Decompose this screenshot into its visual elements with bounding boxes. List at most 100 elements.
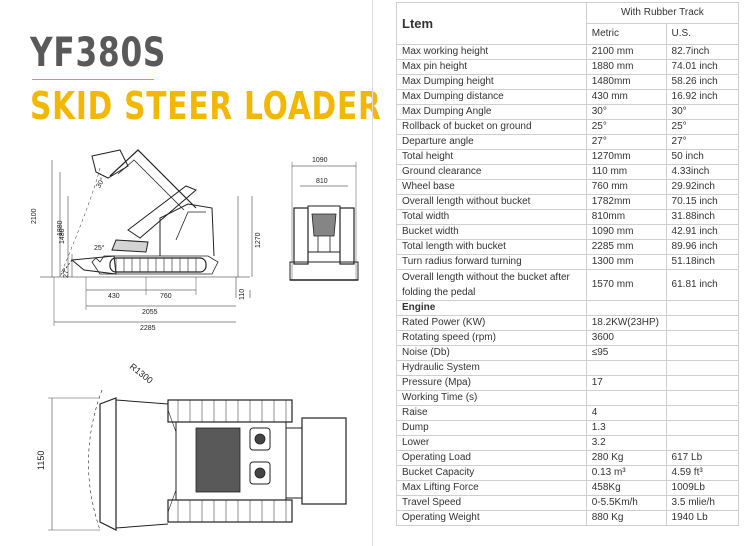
spec-table: Ltem With Rubber Track Metric U.S. Max w… [396, 2, 740, 526]
spec-row: Overall length without the bucket after … [396, 269, 740, 301]
spec-row: Pressure (Mpa)17 [396, 375, 740, 391]
spec-label: Lower [396, 435, 587, 451]
spec-metric: 18.2KW(23HP) [585, 315, 667, 331]
spec-us: 1009Lb [665, 480, 740, 496]
dim-2285: 2285 [140, 325, 156, 332]
dim-1150: 1150 [36, 451, 46, 470]
spec-label: Overall length without bucket [396, 194, 587, 210]
spec-label: Max Dumping Angle [396, 104, 587, 120]
spec-us: 50 inch [665, 149, 740, 165]
spec-us: 617 Lb [665, 450, 740, 466]
spec-metric: 1880 mm [585, 59, 667, 75]
spec-metric: 3.2 [585, 435, 667, 451]
spec-metric: 1270mm [585, 149, 667, 165]
spec-metric: 280 Kg [585, 450, 667, 466]
empty-cell [665, 300, 740, 316]
dim-430: 430 [108, 293, 120, 300]
spec-us: 16.92 inch [665, 89, 740, 105]
engine-section-row: Engine [396, 300, 740, 316]
spec-label: Max pin height [396, 59, 587, 75]
spec-label: Wheel base [396, 179, 587, 195]
spec-label: Rollback of bucket on ground [396, 119, 587, 135]
spec-label: Max Lifting Force [396, 480, 587, 496]
spec-label: Hydraulic System [396, 360, 587, 376]
spec-metric: 30° [585, 104, 667, 120]
spec-metric [585, 390, 667, 406]
spec-metric: ≤95 [585, 345, 667, 361]
spec-row: Hydraulic System [396, 360, 740, 376]
spec-us: 1940 Lb [665, 510, 740, 526]
spec-us [665, 345, 740, 361]
spec-label: Max Dumping height [396, 74, 587, 90]
spec-metric: 1090 mm [585, 224, 667, 240]
spec-metric: 1480mm [585, 74, 667, 90]
spec-us [665, 330, 740, 346]
spec-us: 31.88inch [665, 209, 740, 225]
spec-label: Turn radius forward turning [396, 254, 587, 270]
spec-metric: 810mm [585, 209, 667, 225]
dim-2100: 2100 [31, 208, 38, 224]
spec-label: Ground clearance [396, 164, 587, 180]
side-view-drawing [40, 149, 250, 326]
dim-25deg: 25° [94, 244, 105, 252]
spec-metric: 27° [585, 134, 667, 150]
spec-metric: 25° [585, 119, 667, 135]
spec-label: Departure angle [396, 134, 587, 150]
engine-section-label: Engine [396, 300, 587, 316]
spec-label: Travel Speed [396, 495, 587, 511]
spec-metric: 458Kg [585, 480, 667, 496]
header-item: Ltem [396, 2, 587, 45]
spec-us: 27° [665, 134, 740, 150]
dim-1090: 1090 [312, 157, 328, 164]
spec-subheader-row: Metric U.S. [397, 23, 740, 45]
dim-r1300: R1300 [128, 361, 155, 385]
spec-label: Total height [396, 149, 587, 165]
title-divider [32, 79, 154, 80]
panel-divider [372, 0, 373, 546]
spec-us: 4.59 ft³ [665, 465, 740, 481]
spec-label: Dump [396, 420, 587, 436]
spec-metric: 880 Kg [585, 510, 667, 526]
spec-label: Raise [396, 405, 587, 421]
spec-label: Pressure (Mpa) [396, 375, 587, 391]
spec-us [665, 315, 740, 331]
spec-us: 58.26 inch [665, 74, 740, 90]
spec-row: Noise (Db)≤95 [396, 345, 740, 361]
spec-label: Overall length without the bucket after … [396, 269, 587, 301]
spec-label: Operating Load [396, 450, 587, 466]
spec-label: Total length with bucket [396, 239, 587, 255]
dim-1270: 1270 [255, 232, 262, 248]
spec-label: Max working height [396, 44, 587, 60]
dim-30deg: 30° [95, 176, 107, 189]
dim-2055: 2055 [142, 309, 158, 316]
header-us: U.S. [665, 23, 740, 45]
technical-drawing: 2100 1880 1480 27° 430 760 2055 2285 30°… [31, 149, 359, 531]
spec-label: Total width [396, 209, 587, 225]
model-title: YF380S [30, 30, 167, 76]
empty-cell [585, 300, 667, 316]
spec-row: Rotating speed (rpm)3600 [396, 330, 740, 346]
header-group: With Rubber Track [585, 2, 740, 24]
spec-metric: 17 [585, 375, 667, 391]
spec-us: 70.15 inch [665, 194, 740, 210]
spec-metric: 110 mm [585, 164, 667, 180]
spec-label: Rated Power (KW) [396, 315, 587, 331]
spec-label: Noise (Db) [396, 345, 587, 361]
spec-us: 74.01 inch [665, 59, 740, 75]
spec-us: 51.18inch [665, 254, 740, 270]
spec-us: 4.33inch [665, 164, 740, 180]
